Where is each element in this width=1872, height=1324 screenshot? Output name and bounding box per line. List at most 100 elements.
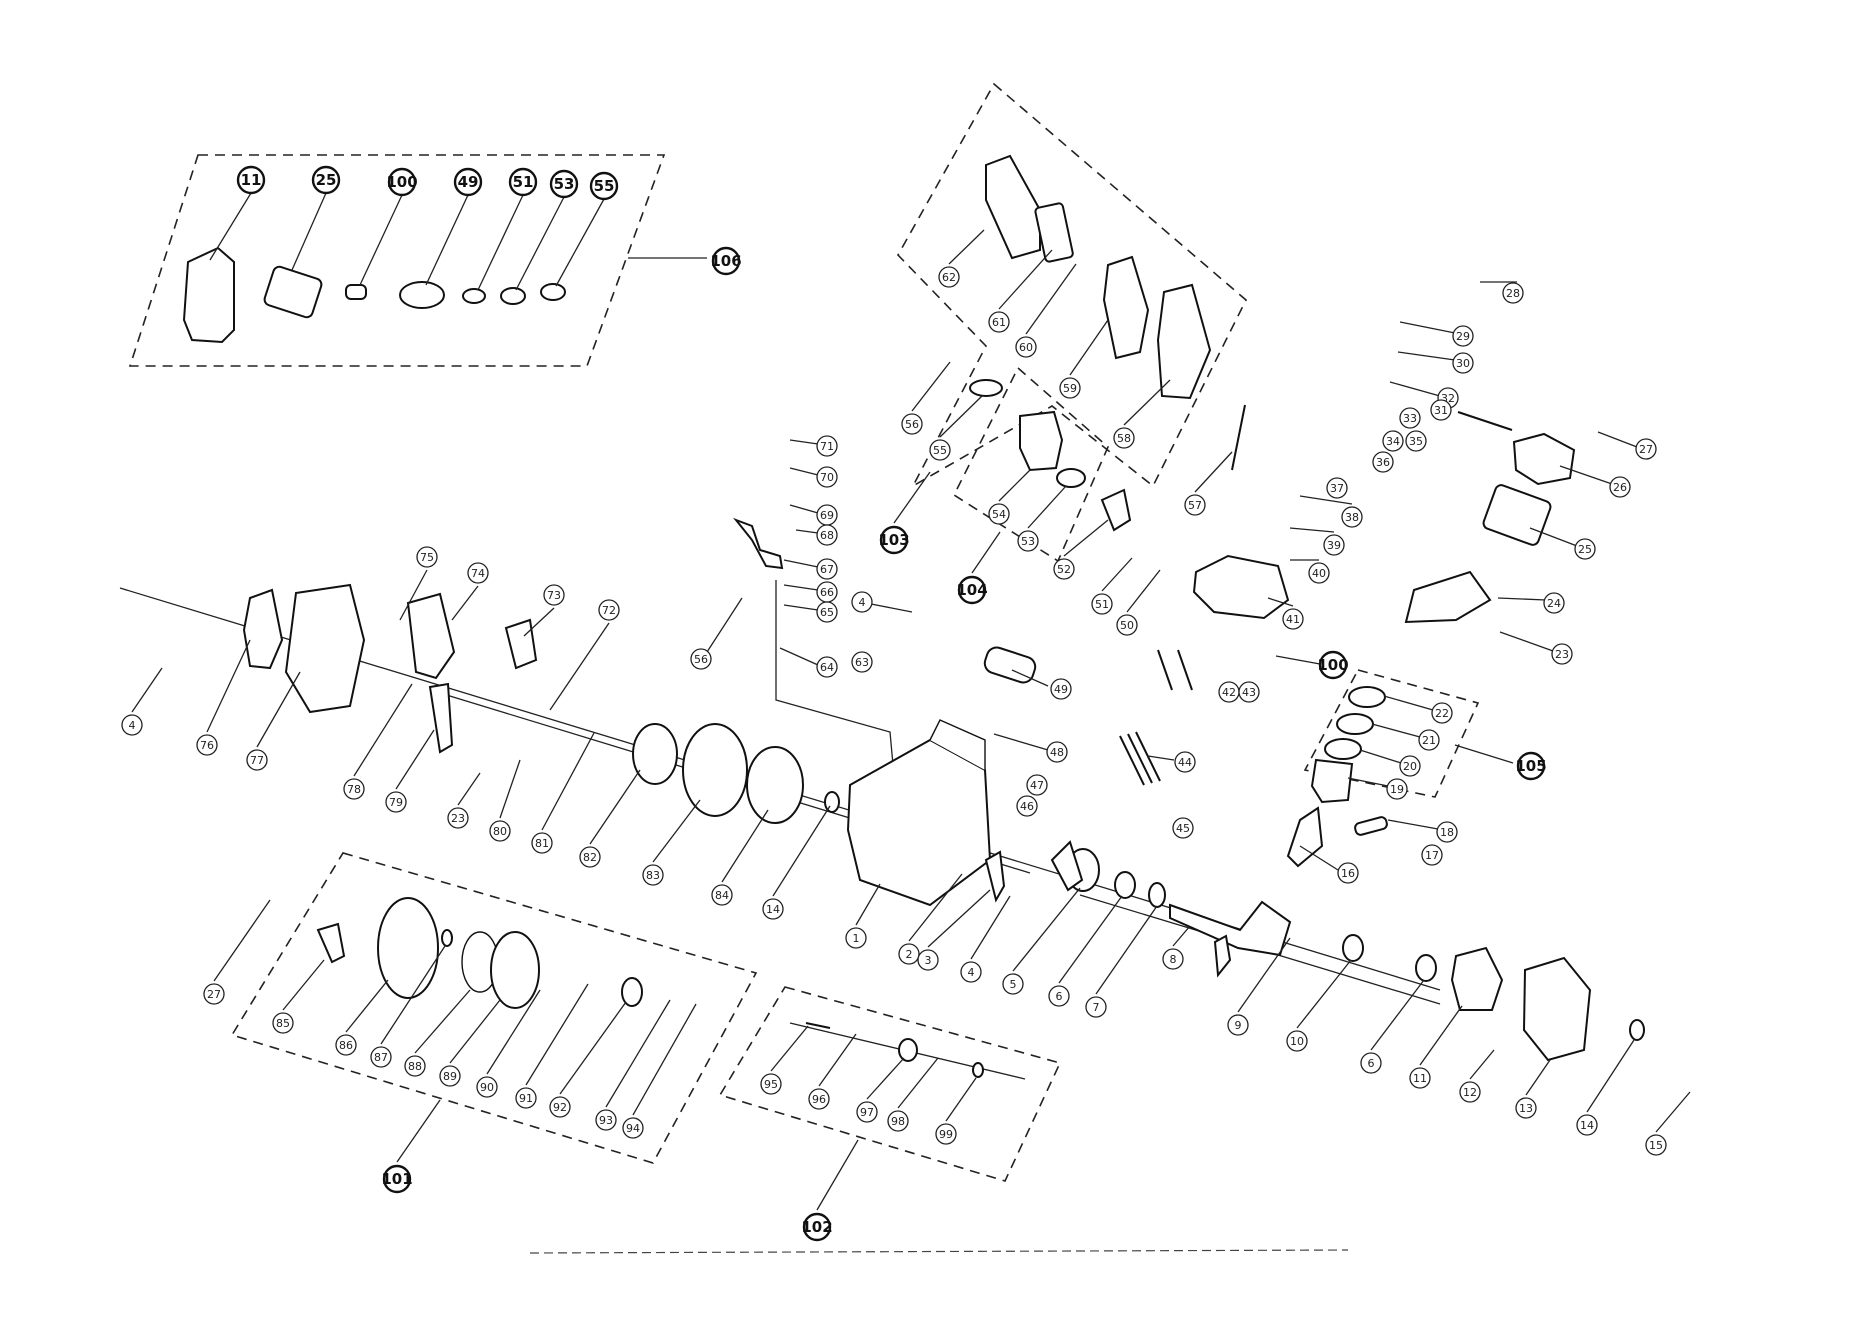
callout-circle	[1048, 985, 1070, 1007]
part-callout: 79	[385, 791, 407, 813]
callout-circle	[1174, 751, 1196, 773]
part-callout: 78	[343, 778, 365, 800]
part-callout: 33	[1399, 407, 1421, 429]
callout-number: 65	[820, 606, 834, 619]
callout-number: 56	[905, 418, 919, 431]
callout-circle	[416, 546, 438, 568]
part-callout: 45	[1172, 817, 1194, 839]
air-filter-base	[1102, 255, 1150, 360]
callout-circle	[816, 601, 838, 623]
callout-number: 51	[513, 173, 534, 191]
callout-number: 66	[820, 586, 834, 599]
part-callout: 30	[1452, 352, 1474, 374]
callout-circle	[385, 791, 407, 813]
part-callout: 49	[1050, 678, 1072, 700]
callout-circle	[370, 1046, 392, 1068]
callout-number: 20	[1403, 760, 1417, 773]
crankcase	[846, 738, 992, 907]
callout-number: 36	[1376, 456, 1390, 469]
part-callout: 29	[1452, 325, 1474, 347]
callout-number: 14	[766, 903, 780, 916]
callout-number: 53	[1021, 535, 1035, 548]
piston	[1310, 758, 1354, 804]
callout-number: 9	[1235, 1019, 1242, 1032]
part-callout: 28	[1502, 282, 1524, 304]
callout-number: 84	[715, 889, 729, 902]
part-callout: 44	[1174, 751, 1196, 773]
callout-circle	[845, 927, 867, 949]
part-callout: 35	[1405, 430, 1427, 452]
part-callout: 4	[960, 961, 982, 983]
part-callout: 87	[370, 1046, 392, 1068]
callout-circle	[1409, 1067, 1431, 1089]
callout-circle	[549, 1096, 571, 1118]
part-callout: 27	[203, 983, 225, 1005]
callout-number: 92	[553, 1101, 567, 1114]
gasket-53	[500, 287, 526, 305]
part-callout: 77	[246, 749, 268, 771]
callout-circle	[1085, 996, 1107, 1018]
part-callout: 57	[1184, 494, 1206, 516]
part-callout: 86	[335, 1034, 357, 1056]
part-callout: 56	[901, 413, 923, 435]
callout-circle	[1286, 1030, 1308, 1052]
callout-number: 54	[992, 508, 1006, 521]
part-callout: 53	[549, 169, 579, 199]
flywheel-assembly	[242, 517, 840, 824]
callout-number: 1	[853, 932, 860, 945]
callout-circle	[1405, 430, 1427, 452]
callout-circle	[439, 1065, 461, 1087]
seal-1	[1148, 882, 1166, 908]
part-callout: 40	[1308, 562, 1330, 584]
part-callout: 17	[1421, 844, 1443, 866]
valve-cover	[1512, 432, 1576, 486]
callout-number: 82	[583, 851, 597, 864]
part-callout: 82	[579, 846, 601, 868]
small-gasket-100	[345, 284, 367, 300]
callout-number: 19	[1390, 783, 1404, 796]
callout-circle	[938, 266, 960, 288]
callout-circle	[1341, 506, 1363, 528]
part-callout: 39	[1323, 534, 1345, 556]
callout-number: 94	[626, 1122, 640, 1135]
callout-number: 74	[471, 567, 485, 580]
part-callout: 2	[898, 943, 920, 965]
callout-circle	[1026, 774, 1048, 796]
gasket-55	[540, 283, 566, 301]
callout-circle	[816, 656, 838, 678]
callout-circle	[1430, 399, 1452, 421]
callout-number: 93	[599, 1114, 613, 1127]
part-callout: 64	[816, 656, 838, 678]
part-callout: 20	[1399, 755, 1421, 777]
part-callout: 85	[272, 1012, 294, 1034]
part-callout: 63	[851, 651, 873, 673]
callout-number: 16	[1341, 867, 1355, 880]
callout-circle	[917, 949, 939, 971]
callout-circle	[762, 898, 784, 920]
callout-circle	[1551, 643, 1573, 665]
part-callout: 75	[416, 546, 438, 568]
part-callout: 55	[589, 171, 619, 201]
callout-circle	[802, 1212, 832, 1242]
callout-number: 34	[1386, 435, 1400, 448]
part-callout: 80	[489, 820, 511, 842]
callout-number: 42	[1222, 686, 1236, 699]
callout-number: 62	[942, 271, 956, 284]
callout-number: 100	[386, 173, 417, 191]
part-callout: 4	[851, 591, 873, 613]
crankcase-assembly	[846, 719, 1645, 1062]
callout-number: 26	[1613, 481, 1627, 494]
callout-number: 99	[939, 1128, 953, 1141]
callout-number: 68	[820, 529, 834, 542]
valve-2	[1177, 649, 1193, 691]
callout-circle	[901, 413, 923, 435]
callout-circle	[1016, 795, 1038, 817]
callout-circle	[387, 167, 417, 197]
gasket-49	[399, 281, 445, 309]
part-callout: 19	[1386, 778, 1408, 800]
part-callout: 83	[642, 864, 664, 886]
callout-circle	[1543, 592, 1565, 614]
callout-circle	[1227, 1014, 1249, 1036]
callout-circle	[1323, 534, 1345, 556]
